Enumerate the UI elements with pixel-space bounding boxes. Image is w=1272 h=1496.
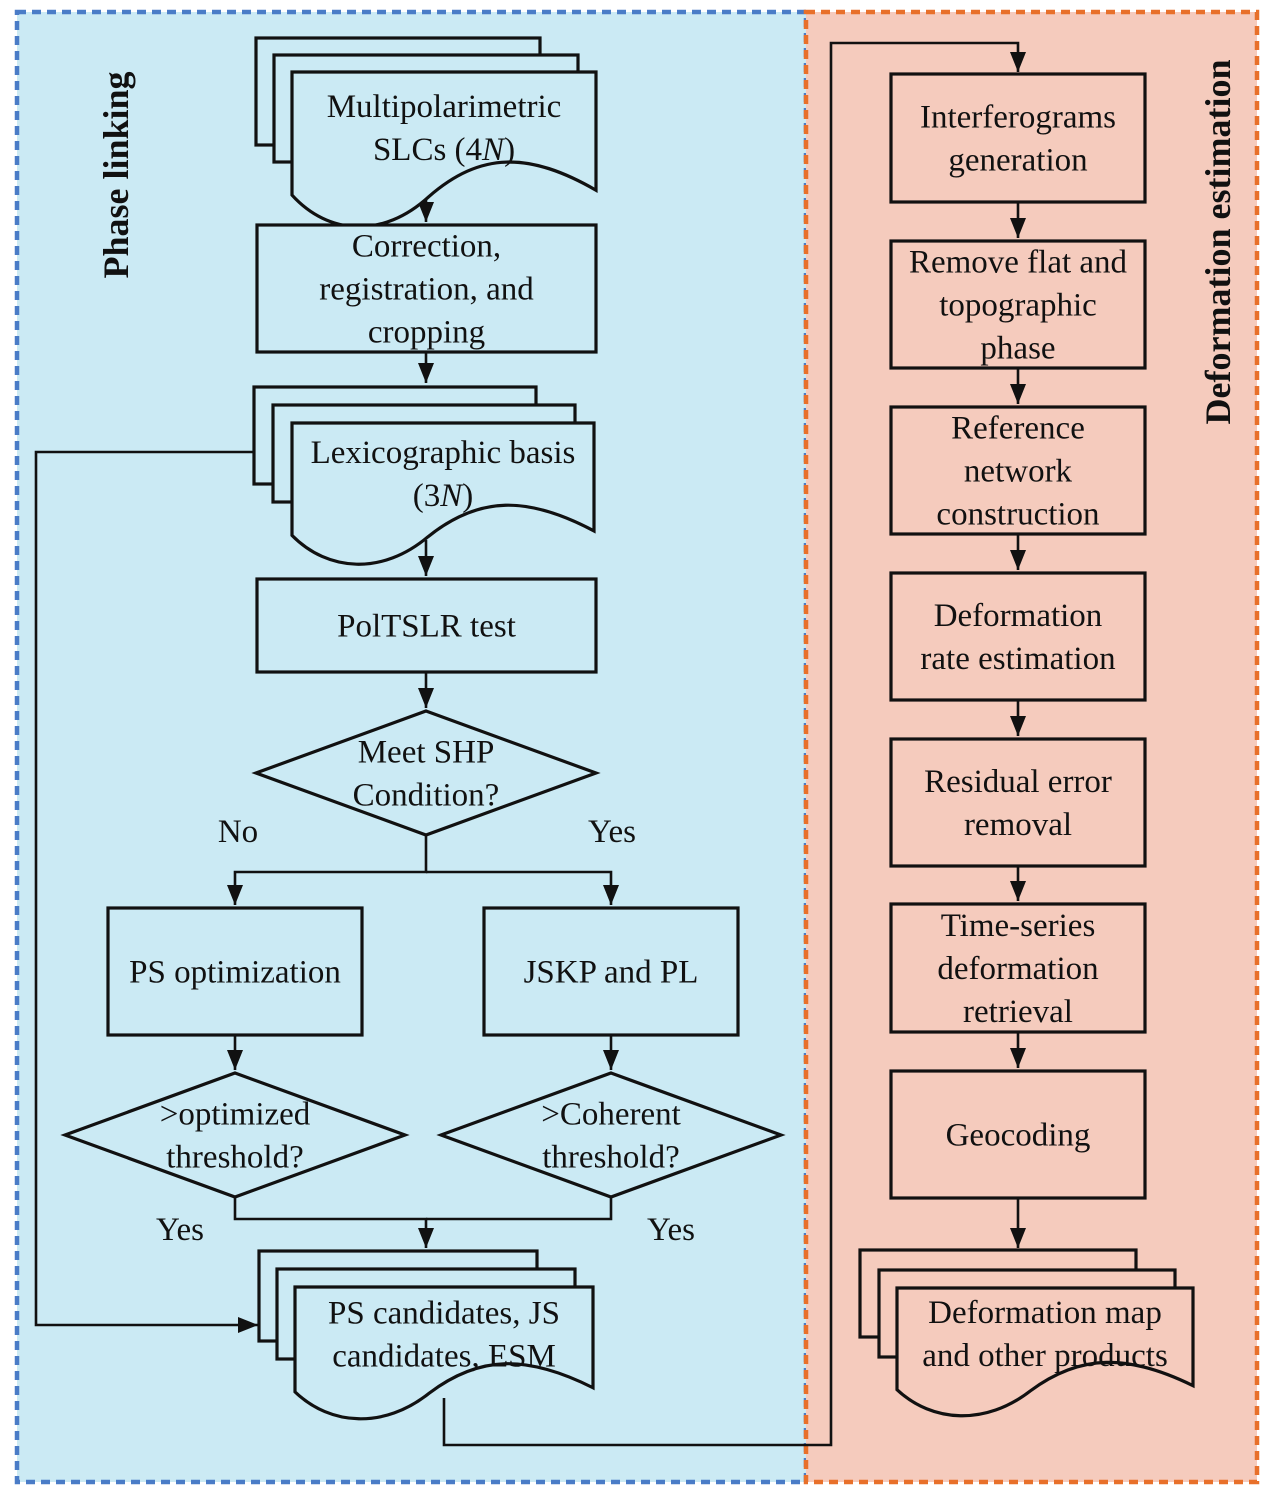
node-timeseries: Time-series deformation retrieval xyxy=(889,902,1147,1034)
process-box xyxy=(255,577,598,674)
node-label: phase xyxy=(980,331,1055,367)
connector-cohthr-to-candidates xyxy=(426,1197,613,1221)
process-box xyxy=(889,902,1147,1034)
process-box xyxy=(889,72,1147,204)
connector-candidates-to-interf xyxy=(442,41,1026,1447)
node-label: Deformation xyxy=(934,598,1103,634)
process-box xyxy=(889,405,1147,536)
node-label: >optimized xyxy=(160,1097,311,1133)
connectors xyxy=(34,41,1026,1447)
node-label: Multipolarimetric xyxy=(327,89,562,125)
node-label: JSKP and PL xyxy=(524,955,699,991)
node-label: network xyxy=(964,454,1073,490)
edge-label-yes: Yes xyxy=(156,1212,204,1248)
document-shape xyxy=(895,1286,1195,1418)
node-interf: Interferograms generation xyxy=(889,72,1147,204)
node-label: deformation xyxy=(937,951,1098,987)
node-jskp: JSKP and PL xyxy=(482,906,740,1037)
node-label: Residual error xyxy=(924,764,1112,800)
decision-diamond xyxy=(251,709,601,837)
node-correction: Correction, registration, and cropping xyxy=(255,223,598,354)
node-label: rate estimation xyxy=(920,641,1115,677)
node-optthr: >optimized threshold? xyxy=(60,1071,410,1199)
node-label: Time-series xyxy=(941,908,1096,944)
node-label: Deformation map xyxy=(928,1295,1162,1331)
node-psopt: PS optimization xyxy=(106,906,364,1037)
node-label: Interferograms xyxy=(920,100,1116,136)
node-label: topographic xyxy=(939,288,1097,324)
process-box xyxy=(889,571,1147,702)
decision-diamond xyxy=(436,1071,786,1199)
node-label: generation xyxy=(948,143,1087,179)
panel-title: Phase linking xyxy=(96,71,136,278)
node-label: Correction, xyxy=(352,229,501,265)
node-label: retrieval xyxy=(963,994,1073,1030)
node-label: and other products xyxy=(922,1338,1168,1374)
process-box xyxy=(255,223,598,354)
process-box xyxy=(889,239,1147,370)
document-shape xyxy=(290,70,598,229)
node-label: (3N) xyxy=(413,478,474,514)
edge-label-yes: Yes xyxy=(588,814,636,850)
node-label: removal xyxy=(964,807,1072,843)
node-label: Reference xyxy=(951,411,1085,447)
node-label: Condition? xyxy=(353,778,500,814)
connector-shp-to-psopt xyxy=(227,835,428,905)
panel-title: Deformation estimation xyxy=(1198,60,1238,425)
node-label: Lexicographic basis xyxy=(311,435,576,471)
node-label: PS candidates, JS xyxy=(328,1296,560,1332)
edge-label-no: No xyxy=(218,814,258,850)
edge-label-yes: Yes xyxy=(647,1212,695,1248)
node-rate: Deformation rate estimation xyxy=(889,571,1147,702)
node-label: cropping xyxy=(368,315,485,351)
node-label: registration, and xyxy=(319,272,534,308)
node-poltslr: PolTSLR test xyxy=(255,577,598,674)
connector-shp-to-jskp xyxy=(426,870,619,905)
node-flat: Remove flat and topographic phase xyxy=(889,239,1147,370)
node-label: Geocoding xyxy=(946,1118,1091,1154)
connector-optthr-to-candidates xyxy=(233,1197,434,1248)
node-label: PS optimization xyxy=(129,955,341,991)
node-label: candidates, ESM xyxy=(332,1339,556,1375)
node-candidates: PS candidates, JS candidates, ESM xyxy=(257,1249,595,1421)
process-box xyxy=(889,1069,1147,1200)
node-lexico: Lexicographic basis (3N) xyxy=(252,385,596,566)
process-box xyxy=(889,737,1147,868)
node-label: >Coherent xyxy=(541,1097,681,1133)
document-shape xyxy=(293,1285,595,1421)
node-label: PolTSLR test xyxy=(337,609,516,645)
node-label: threshold? xyxy=(542,1140,679,1176)
decision-diamond xyxy=(60,1071,410,1199)
node-label: Meet SHP xyxy=(358,735,495,771)
process-box xyxy=(106,906,364,1037)
node-residual: Residual error removal xyxy=(889,737,1147,868)
process-box xyxy=(482,906,740,1037)
node-label: threshold? xyxy=(166,1140,303,1176)
node-geocoding: Geocoding xyxy=(889,1069,1147,1200)
node-refnet: Reference network construction xyxy=(889,405,1147,536)
document-shape xyxy=(290,421,596,566)
node-label: construction xyxy=(936,497,1099,533)
connector-lexico-to-candidates xyxy=(34,450,258,1333)
node-label: Remove flat and xyxy=(909,245,1128,281)
node-products: Deformation map and other products xyxy=(858,1248,1195,1418)
node-cohthr: >Coherent threshold? xyxy=(436,1071,786,1199)
node-shp: Meet SHP Condition? xyxy=(251,709,601,837)
node-label: SLCs (4N) xyxy=(373,132,515,168)
